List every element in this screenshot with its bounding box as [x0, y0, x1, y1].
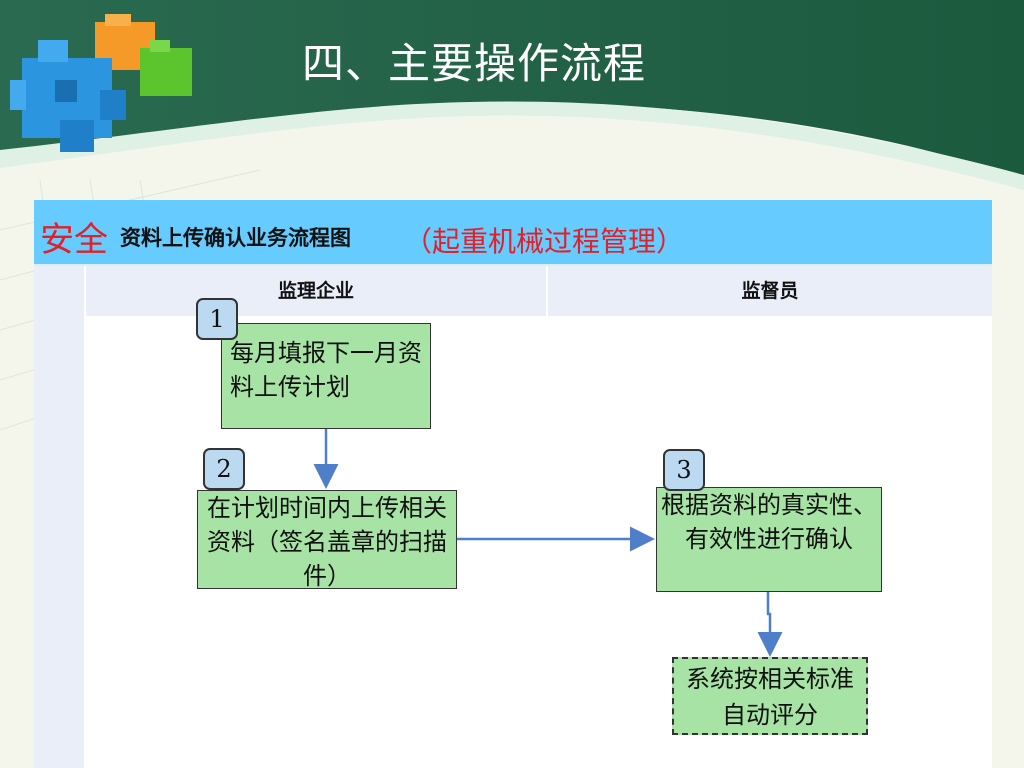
- step-3-badge: 3: [663, 449, 705, 491]
- step-2-badge: 2: [203, 448, 245, 490]
- lane-header-inspector: 监督员: [548, 266, 992, 316]
- final-step-box: 系统按相关标准自动评分: [672, 657, 868, 735]
- step-1-box: 每月填报下一月资料上传计划: [221, 323, 431, 429]
- lane-header-supervisor-company: 监理企业: [86, 266, 546, 316]
- header-title-red: 安全: [40, 220, 108, 260]
- step-3-box: 根据资料的真实性、有效性进行确认: [656, 487, 882, 592]
- step-1-badge: 1: [196, 298, 238, 340]
- slide-title: 四、主要操作流程: [302, 39, 647, 88]
- step-2-box: 在计划时间内上传相关资料（签名盖章的扫描件）: [197, 490, 457, 590]
- header-subtitle: （起重机械过程管理）: [404, 225, 685, 258]
- puzzle-cubes-logo: [10, 14, 192, 152]
- flowchart-header: 安全 资料上传确认业务流程图 （起重机械过程管理）: [34, 200, 992, 266]
- header-title-black: 资料上传确认业务流程图: [120, 225, 351, 250]
- lane-gutter: [34, 266, 84, 768]
